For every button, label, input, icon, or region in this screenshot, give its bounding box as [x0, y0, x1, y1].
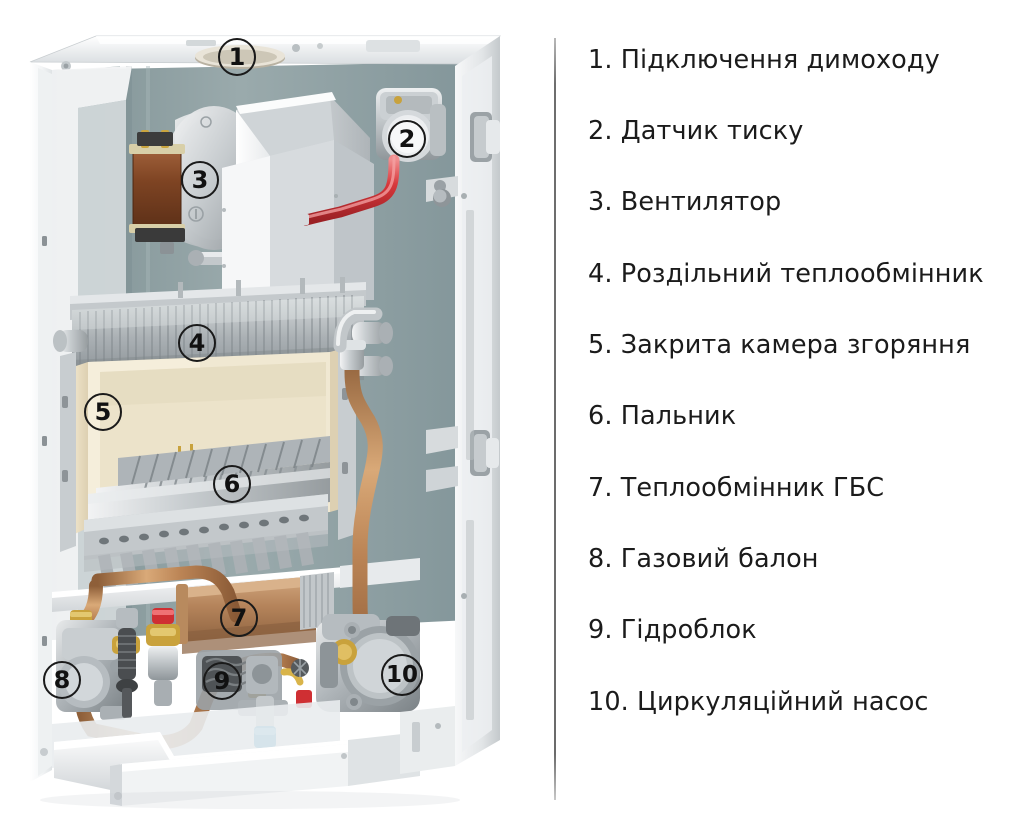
callout-6: 6	[213, 465, 251, 503]
callout-7-label: 7	[230, 604, 248, 632]
callout-6-label: 6	[223, 470, 241, 498]
callout-5-label: 5	[94, 398, 112, 426]
legend-item-2: 2. Датчик тиску	[588, 116, 804, 146]
legend-item-2-label: 2. Датчик тиску	[588, 116, 804, 146]
callout-10: 10	[381, 654, 423, 696]
callout-10-label: 10	[385, 662, 418, 688]
legend-divider	[554, 38, 556, 800]
legend-item-8-label: 8. Газовий балон	[588, 544, 819, 574]
callout-7: 7	[220, 599, 258, 637]
legend-item-3-label: 3. Вентилятор	[588, 187, 782, 217]
callout-3-label: 3	[191, 166, 209, 194]
callout-2: 2	[388, 120, 426, 158]
legend-item-10: 10. Циркуляційний насос	[588, 687, 929, 717]
boiler-cutaway-illustration	[29, 35, 502, 809]
callout-8-label: 8	[53, 666, 71, 694]
component-legend: 1. Підключення димоходу 2. Датчик тиску …	[554, 0, 1024, 816]
callout-9-label: 9	[213, 667, 231, 695]
legend-item-4-label: 4. Роздільний теплообмінник	[588, 259, 984, 289]
boiler-bottom-panel	[52, 700, 455, 806]
pressure-relief-valve	[146, 608, 180, 706]
callout-4-label: 4	[188, 329, 206, 357]
air-vent-column	[116, 608, 138, 718]
legend-item-6: 6. Пальник	[588, 401, 737, 431]
callout-1: 1	[218, 38, 256, 76]
boiler-right-rail	[426, 36, 500, 766]
callout-5: 5	[84, 393, 122, 431]
legend-item-4: 4. Роздільний теплообмінник	[588, 259, 984, 289]
callout-2-label: 2	[398, 125, 416, 153]
callout-4: 4	[178, 324, 216, 362]
legend-item-6-label: 6. Пальник	[588, 401, 737, 431]
legend-item-8: 8. Газовий балон	[588, 544, 819, 574]
flue-gas-collector-hood	[222, 92, 374, 300]
legend-item-9: 9. Гідроблок	[588, 615, 757, 645]
legend-item-5: 5. Закрита камера згоряння	[588, 330, 971, 360]
legend-item-7-label: 7. Теплообмінник ГБС	[588, 473, 885, 503]
legend-item-10-label: 10. Циркуляційний насос	[588, 687, 929, 717]
legend-item-1: 1. Підключення димоходу	[588, 45, 940, 75]
legend-item-7: 7. Теплообмінник ГБС	[588, 473, 885, 503]
callout-1-label: 1	[228, 43, 246, 71]
callout-9: 9	[203, 662, 241, 700]
legend-item-5-label: 5. Закрита камера згоряння	[588, 330, 971, 360]
legend-item-1-label: 1. Підключення димоходу	[588, 45, 940, 75]
callout-3: 3	[181, 161, 219, 199]
legend-item-3: 3. Вентилятор	[588, 187, 782, 217]
callout-8: 8	[43, 661, 81, 699]
legend-item-9-label: 9. Гідроблок	[588, 615, 757, 645]
